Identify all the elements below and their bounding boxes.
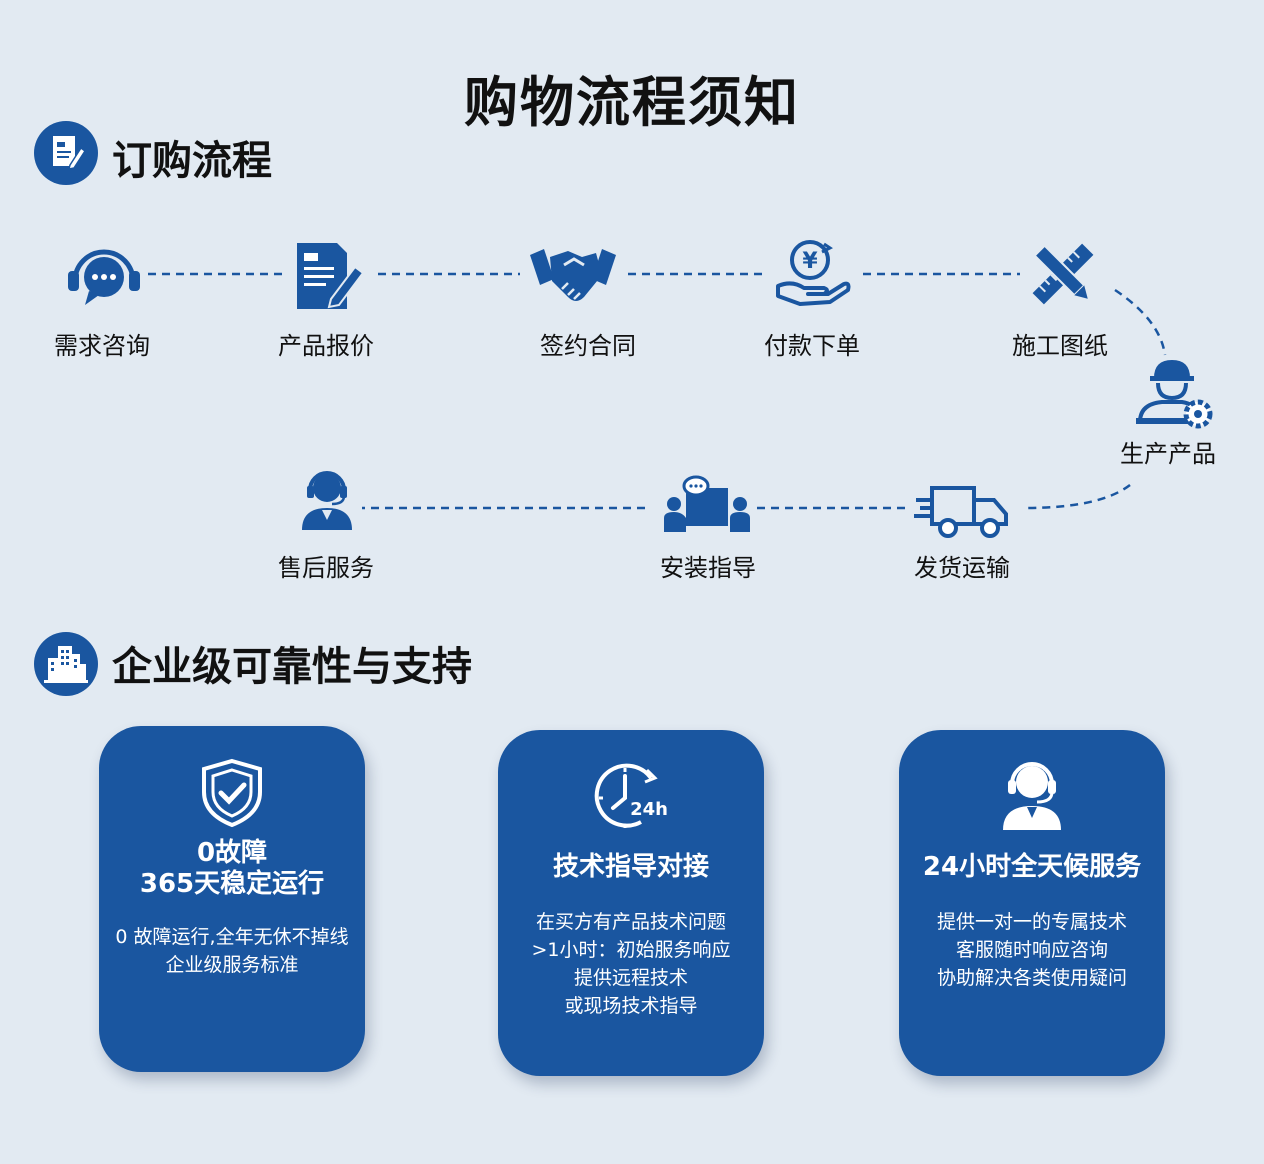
support-agent-icon [899,754,1165,834]
card-description: 协助解决各类使用疑问 [936,967,1127,989]
card-description: 客服随时响应咨询 [955,939,1108,961]
reliability-card: 0故障 365天稳定运行 0 故障运行,全年无休不掉线 企业级服务标准 [99,726,365,1072]
card-description: 在买方有产品技术问题 [535,911,726,933]
order-section-title: 订购流程 [112,138,272,184]
flow-connectors [148,272,1167,510]
delivery-truck-icon [912,474,1008,554]
step-label: 产品报价 [278,332,374,360]
card-description: 企业级服务标准 [165,954,299,976]
customer-service-icon [282,464,372,544]
reliability-section-title: 企业级可靠性与支持 [112,644,472,690]
consultation-icon [662,474,752,554]
card-title: 365天稳定运行 [139,869,325,899]
chat-headset-icon [59,237,149,317]
clock-24h-icon: 24h [498,760,764,832]
step-label: 安装指导 [660,554,756,582]
step-label: 签约合同 [540,332,636,360]
shield-check-icon [99,758,365,828]
card-description: 或现场技术指导 [564,995,698,1017]
step-label: 付款下单 [764,332,860,360]
buildings-icon [34,632,98,696]
document-pen-icon [34,121,98,185]
svg-text:24h: 24h [630,799,668,820]
card-description: 提供远程技术 [573,967,688,989]
card-title: 技术指导对接 [552,852,709,882]
reliability-card: 24小时全天候服务 提供一对一的专属技术 客服随时响应咨询 协助解决各类使用疑问 [899,730,1165,1076]
card-description: 0 故障运行,全年无休不掉线 [115,926,349,948]
step-label: 生产产品 [1120,440,1216,468]
step-label: 发货运输 [914,554,1010,582]
step-label: 需求咨询 [54,332,150,360]
handshake-icon [528,237,618,317]
step-label: 施工图纸 [1012,332,1108,360]
document-pen-icon [285,237,375,317]
page-title: 购物流程须知 [464,71,800,134]
step-label: 售后服务 [278,554,374,582]
card-description: >1小时：初始服务响应 [531,939,731,961]
card-title: 24小时全天候服务 [922,852,1142,882]
reliability-card: 24h 技术指导对接 在买方有产品技术问题 >1小时：初始服务响应 提供远程技术… [498,730,764,1076]
ruler-pencil-icon [1018,234,1108,314]
card-title: 0故障 [196,838,268,868]
card-description: 提供一对一的专属技术 [936,911,1127,933]
yen-hand-icon: ¥ [770,234,860,314]
svg-text:¥: ¥ [802,249,818,274]
worker-gear-icon [1128,356,1218,436]
